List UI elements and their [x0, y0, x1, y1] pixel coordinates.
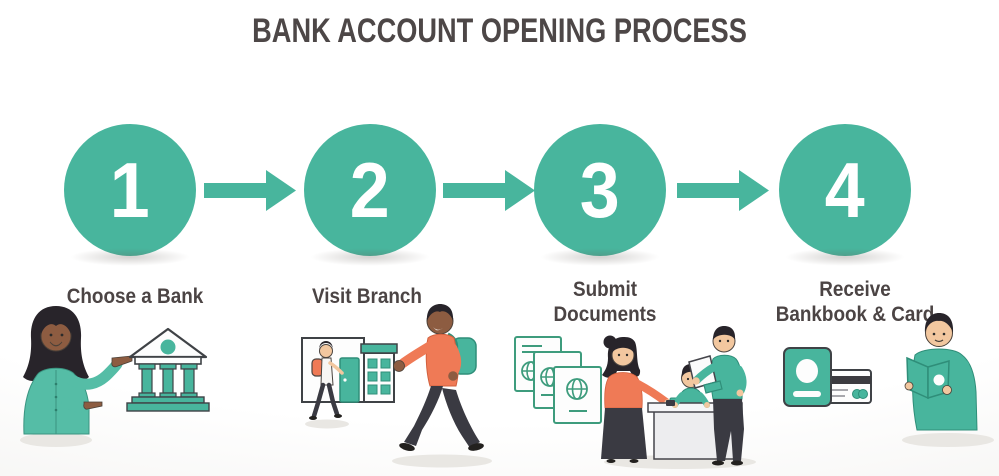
woman-customer-figure: [601, 335, 681, 463]
pointing-hand: [111, 355, 133, 368]
branch-building-icon: [301, 337, 398, 403]
step-3-circle-shadow: [540, 248, 660, 266]
step-2-label: Visit Branch: [273, 284, 462, 309]
reading-man-figure: [904, 313, 978, 431]
step-1-circle-shadow: [70, 248, 190, 266]
step-2-number: 2: [350, 146, 390, 234]
ground-shadow: [20, 433, 92, 447]
woman-figure: [23, 306, 133, 435]
bank-building-icon: [126, 327, 210, 412]
step-1-circle: 1: [64, 124, 196, 256]
man-customer-figure: [688, 326, 747, 466]
step-3-label-line2: Documents: [553, 303, 657, 326]
step-4-circle: 4: [779, 124, 911, 256]
small-customer-figure: [309, 341, 344, 420]
step-2-circle: 2: [304, 124, 436, 256]
step-4-circle-shadow: [785, 248, 905, 266]
ground-shadow: [902, 433, 994, 447]
arrow-right-icon: [443, 170, 535, 211]
step-2-circle-shadow: [310, 248, 430, 266]
illustration-visit-branch: [301, 304, 492, 468]
illustration-choose-bank: [20, 306, 210, 447]
step-3-label-line1: Submit: [572, 278, 638, 301]
step-1-label-line1: Choose a Bank: [66, 285, 204, 308]
branch-door: [339, 357, 360, 403]
ground-shadow: [305, 419, 349, 429]
page-title: BANK ACCOUNT OPENING PROCESS: [252, 12, 747, 50]
step-1-number: 1: [110, 146, 150, 234]
step-3-label: Submit Documents: [511, 277, 700, 327]
bankbook-icon: [783, 347, 832, 407]
illustration-submit-documents: [514, 326, 756, 469]
ground-shadow: [392, 454, 492, 468]
step-3-circle: 3: [534, 124, 666, 256]
documents-icon: [514, 336, 602, 424]
step-4-label-line2: Bankbook & Card: [775, 303, 935, 326]
step-2-label-line1: Visit Branch: [312, 285, 422, 308]
step-1-label: Choose a Bank: [41, 284, 230, 309]
arrow-right-icon: [677, 170, 769, 211]
arrow-right-icon: [204, 170, 296, 211]
step-3-number: 3: [580, 146, 620, 234]
step-4-label-line1: Receive: [819, 278, 891, 301]
bank-card-icon: [825, 369, 872, 404]
walking-man-figure: [393, 304, 484, 451]
step-4-number: 4: [825, 146, 865, 234]
step-4-label: Receive Bankbook & Card: [761, 277, 950, 327]
illustration-receive-bankbook-card: [783, 313, 994, 447]
